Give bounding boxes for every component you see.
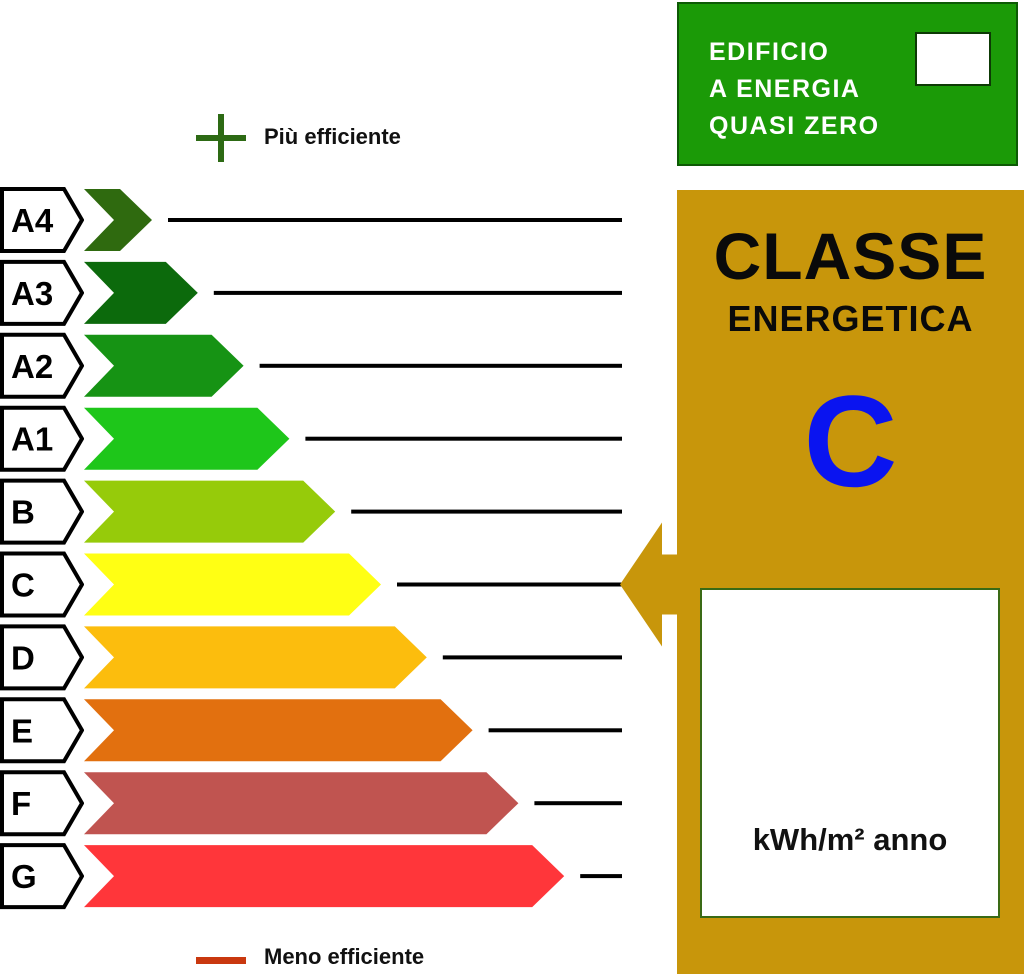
- class-tag-label-e: E: [11, 712, 33, 749]
- energy-unit-label: kWh/m² anno: [752, 822, 948, 857]
- class-tag-d: [0, 624, 85, 691]
- class-tag-e: [0, 697, 85, 764]
- energy-value-box[interactable]: kWh/m² anno: [700, 588, 1000, 918]
- class-tag-label-d: D: [11, 639, 35, 676]
- class-tag-label-c: C: [11, 567, 35, 604]
- class-bar-b: [84, 480, 336, 543]
- class-tag-label-b: B: [11, 494, 35, 531]
- classe-subtitle: ENERGETICA: [727, 298, 974, 339]
- class-tag-label-a4: A4: [11, 202, 54, 239]
- class-tag-c: [0, 551, 85, 618]
- class-tag-a1: [0, 405, 85, 472]
- class-rule-b: [351, 509, 622, 514]
- class-tag-label-a1: A1: [11, 421, 53, 458]
- class-rule-a3: [213, 290, 623, 295]
- class-rule-e: [488, 728, 622, 733]
- plus-icon-vertical: [218, 114, 224, 162]
- class-bar-g: [84, 845, 565, 908]
- less-efficient-label: Meno efficiente: [264, 944, 425, 969]
- class-tag-label-g: G: [11, 858, 37, 895]
- classe-title: CLASSE: [713, 219, 988, 293]
- current-class-pointer: [620, 522, 677, 647]
- class-tag-label-a2: A2: [11, 348, 53, 385]
- class-rule-a2: [259, 363, 622, 368]
- class-bar-d: [84, 626, 427, 689]
- class-bar-a3: [84, 261, 198, 324]
- nzeb-line-3: QUASI ZERO: [709, 112, 880, 140]
- class-bar-e: [84, 699, 473, 762]
- class-bar-notch-a1: [84, 407, 114, 470]
- nzeb-box: EDIFICIO A ENERGIA QUASI ZERO: [677, 2, 1018, 166]
- class-bar-notch-a3: [84, 261, 114, 324]
- class-tag-b: [0, 478, 85, 545]
- more-efficient-label: Più efficiente: [264, 124, 401, 149]
- class-rule-d: [442, 655, 622, 660]
- class-bar-notch-c: [84, 553, 114, 616]
- class-bar-notch-f: [84, 772, 114, 835]
- class-tag-a3: [0, 259, 85, 326]
- class-bar-notch-a4: [84, 189, 114, 251]
- class-tag-f: [0, 770, 85, 837]
- class-rule-g: [580, 874, 622, 879]
- minus-icon: [196, 957, 246, 964]
- class-bar-f: [84, 772, 519, 835]
- class-bar-notch-g: [84, 845, 114, 908]
- class-tag-g: [0, 843, 85, 910]
- class-tag-a2: [0, 332, 85, 399]
- nzeb-checkbox[interactable]: [915, 32, 991, 86]
- class-bar-notch-d: [84, 626, 114, 689]
- class-bar-notch-b: [84, 480, 114, 543]
- class-rule-a1: [305, 436, 622, 441]
- class-bar-notch-a2: [84, 334, 114, 397]
- class-bar-a4: [84, 189, 152, 251]
- class-tag-a4: [0, 187, 85, 253]
- class-bar-c: [84, 553, 381, 616]
- current-class-letter: C: [803, 368, 898, 514]
- class-rule-a4: [168, 218, 622, 222]
- nzeb-line-2: A ENERGIA: [709, 75, 861, 103]
- class-bar-notch-e: [84, 699, 114, 762]
- energy-class-panel: CLASSE ENERGETICA C kWh/m² anno: [677, 190, 1024, 974]
- nzeb-line-1: EDIFICIO: [709, 38, 830, 66]
- class-rule-c: [397, 582, 622, 587]
- class-rule-f: [534, 801, 622, 806]
- class-tag-label-a3: A3: [11, 275, 53, 312]
- class-bar-a1: [84, 407, 290, 470]
- class-bar-a2: [84, 334, 244, 397]
- class-tag-label-f: F: [11, 785, 31, 822]
